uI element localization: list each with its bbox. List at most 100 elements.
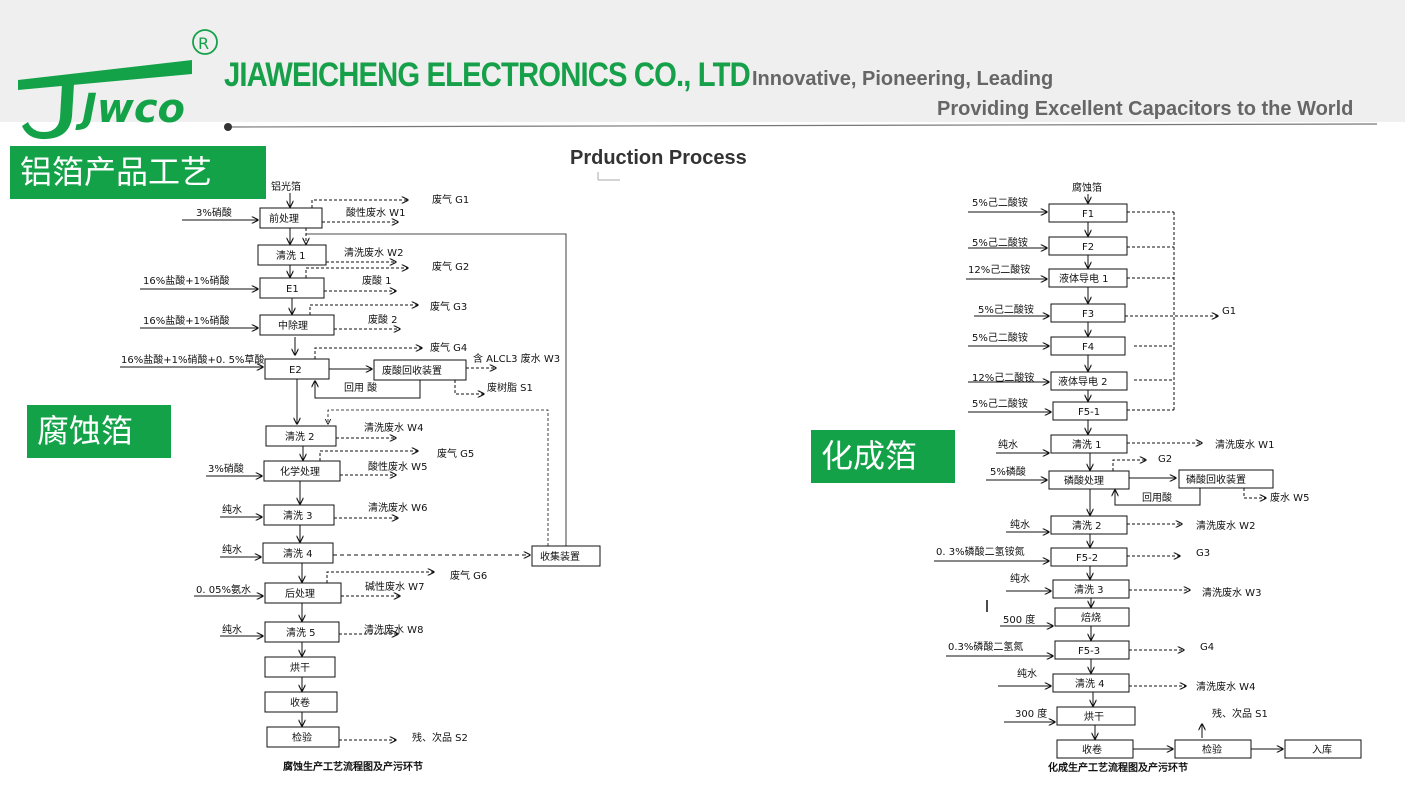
jwco-logo: Jwco R [18,29,218,140]
form-step-12: 清洗 3 [1074,583,1104,596]
etch-output-13: 酸性废水 W5 [368,460,427,473]
etch-output-6: 废气 G3 [430,300,467,313]
form-output-2: 清洗废水 W1 [1215,438,1274,451]
label-aluminum-foil-process: 铝箔产品工艺 [10,146,266,199]
form-output-10: 残、次品 S1 [1212,707,1268,720]
etch-step-3: E1 [286,284,299,295]
etch-step-7: 化学处理 [280,465,320,478]
slogan-line-1: Innovative, Pioneering, Leading [752,68,1054,90]
form-recovery-unit: 磷酸回收装置 [1186,473,1246,486]
etch-input-2: 16%盐酸+1%硝酸 [143,274,229,287]
form-input-5: 5%己二酸铵 [972,331,1028,344]
form-step-8: 清洗 1 [1072,438,1102,451]
etch-step-12: 烘干 [290,662,310,674]
form-input-6: 12%己二酸铵 [972,371,1034,384]
form-step-9: 磷酸处理 [1064,474,1104,487]
form-step-19: 入库 [1312,743,1332,756]
etch-output-4: 废气 G2 [432,260,469,273]
form-input-14: 0.3%磷酸二氢氮 [948,640,1023,653]
etch-output-5: 废酸 1 [362,274,392,287]
form-step-2: F2 [1082,242,1094,253]
page-title: Prduction Process [570,147,747,169]
etch-input-5: 3%硝酸 [208,462,244,475]
label-formed-foil: 化成箔 [811,430,955,483]
header-divider [227,123,1378,128]
form-input-1: 5%己二酸铵 [972,196,1028,209]
label-etched-foil: 腐蚀箔 [27,405,171,458]
form-input-12: 纯水 [1010,572,1030,585]
etch-output-10: 废树脂 S1 [487,381,533,394]
form-output-6: G3 [1196,548,1210,559]
form-input-13: 500 度 [1003,613,1035,626]
etch-input-4: 16%盐酸+1%硝酸+0. 5%草酸 [121,353,264,366]
logo-swoosh [18,60,192,90]
header-banner [0,0,1405,122]
etching-flowchart: 铝光箔 前处理 清洗 1 E1 中除理 E2 清洗 2 化学处理 清洗 3 清洗… [120,180,601,773]
etch-output-7: 废酸 2 [368,313,398,326]
form-step-15: 清洗 4 [1075,677,1105,690]
form-output-3: G2 [1158,454,1172,465]
form-step-3: 液体导电 1 [1059,272,1109,285]
etch-step-2: 清洗 1 [276,249,306,262]
form-output-4: 废水 W5 [1270,491,1309,504]
form-input-2: 5%己二酸铵 [972,236,1028,249]
form-output-1: G1 [1222,306,1236,317]
registered-mark-circle [192,29,218,55]
form-step-18: 检验 [1202,743,1222,756]
form-input-11: 0. 3%磷酸二氢铵氮 [936,545,1025,558]
form-step-11: F5-2 [1076,553,1098,564]
etch-input-9: 纯水 [222,623,242,636]
etch-output-14: 清洗废水 W6 [368,501,427,514]
etch-recovery-unit: 废酸回收装置 [382,364,442,377]
form-output-7: 清洗废水 W3 [1202,586,1261,599]
etch-input-1: 3%硝酸 [196,206,232,219]
form-step-10: 清洗 2 [1072,519,1102,532]
etch-step-8: 清洗 3 [283,509,313,522]
etch-output-18: 残、次品 S2 [412,731,468,744]
form-step-17: 收卷 [1082,743,1102,756]
etch-output-11: 清洗废水 W4 [364,421,423,434]
etch-step-9: 清洗 4 [283,547,313,560]
company-name: JIAWEICHENG ELECTRONICS CO., LTD [224,56,751,94]
logo-text: Jwco [75,86,185,132]
etch-output-1: 废气 G1 [432,193,469,206]
etch-recycle-label: 回用 酸 [344,381,377,394]
etch-output-9: 含 ALCL3 废水 W3 [473,352,560,365]
etch-step-10: 后处理 [285,588,315,600]
form-input-8: 纯水 [998,438,1018,451]
form-start: 腐蚀箔 [1072,181,1102,194]
etch-output-8: 废气 G4 [430,341,467,354]
form-input-9: 5%磷酸 [990,465,1026,478]
form-step-13: 焙烧 [1081,611,1101,624]
etch-output-12: 废气 G5 [437,447,474,460]
etch-input-6: 纯水 [222,503,242,516]
etch-step-4: 中除理 [278,319,308,332]
etch-start: 铝光箔 [271,180,301,193]
etch-step-11: 清洗 5 [286,626,316,639]
form-step-7: F5-1 [1078,407,1100,418]
divider-dot [224,123,232,131]
form-caption: 化成生产工艺流程图及产污环节 [1048,761,1188,774]
form-step-16: 烘干 [1084,711,1104,723]
form-step-1: F1 [1082,209,1094,220]
form-output-8: G4 [1200,642,1214,653]
form-step-6: 液体导电 2 [1058,375,1108,388]
etch-collector: 收集装置 [540,550,580,563]
etch-step-1: 前处理 [269,212,299,225]
etch-output-17: 清洗废水 W8 [364,623,423,636]
etch-output-15: 废气 G6 [450,569,487,582]
etch-input-3: 16%盐酸+1%硝酸 [143,314,229,327]
etch-input-7: 纯水 [222,543,242,556]
formation-flowchart: 腐蚀箔 F1 F2 液体导电 1 F3 F4 液体导电 2 F5-1 清洗 1 … [934,181,1362,774]
etch-step-13: 收卷 [290,696,310,709]
form-input-4: 5%己二酸铵 [978,303,1034,316]
form-input-3: 12%己二酸铵 [968,263,1030,276]
form-input-15: 纯水 [1017,667,1037,680]
etch-caption: 腐蚀生产工艺流程图及产污环节 [283,760,423,773]
slogan-line-2: Providing Excellent Capacitors to the Wo… [937,98,1354,120]
etch-output-16: 碱性废水 W7 [365,580,424,593]
form-step-4: F3 [1082,309,1094,320]
etch-input-8: 0. 05%氨水 [196,583,251,596]
registered-mark-icon: R [198,34,209,53]
